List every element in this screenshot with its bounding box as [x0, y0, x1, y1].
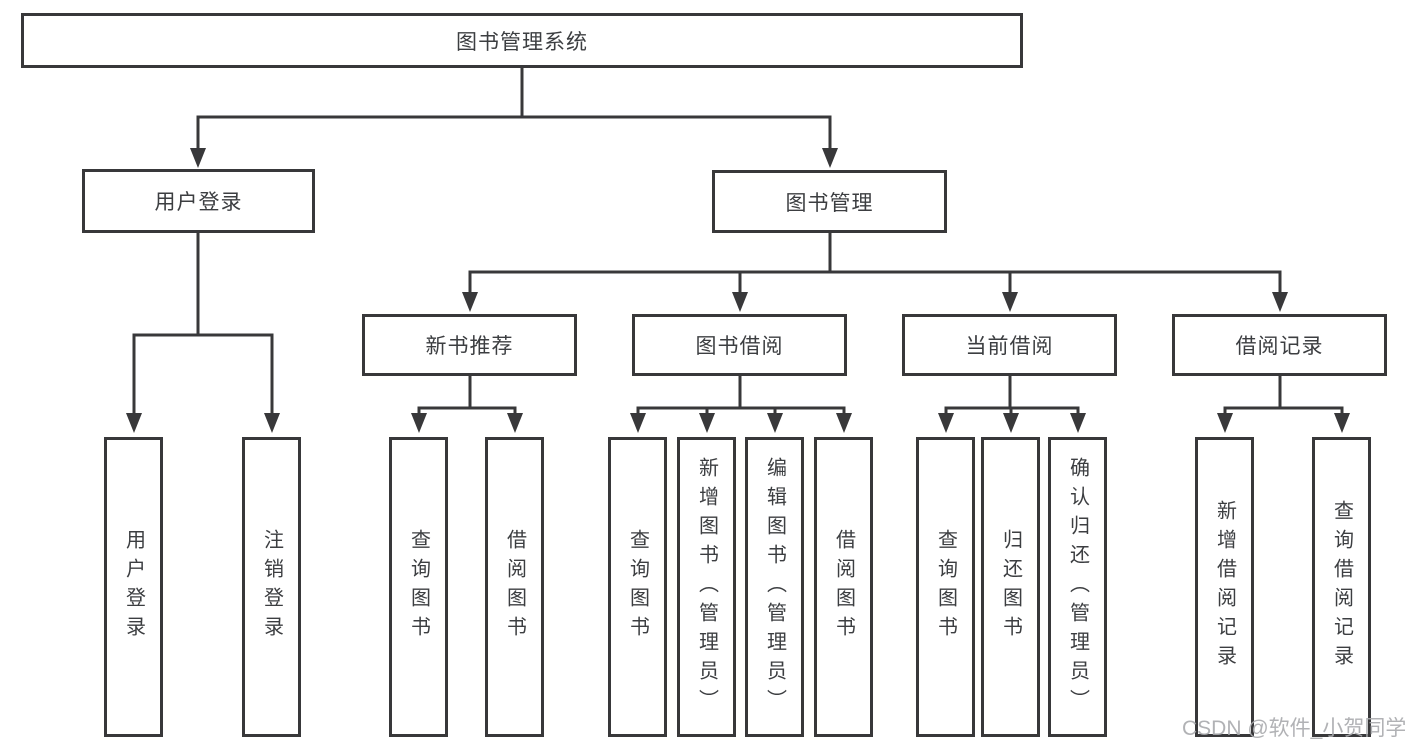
- leaf-borrowing-query-books: 查询图书: [608, 437, 667, 737]
- leaf-current-confirm-return-admin: 确认归还（管理员）: [1048, 437, 1107, 737]
- node-book-management: 图书管理: [712, 170, 947, 233]
- leaf-records-query-borrow-record: 查询借阅记录: [1312, 437, 1371, 737]
- csdn-watermark: CSDN @软件_小贺同学: [1182, 717, 1405, 740]
- leaf-records-add-borrow-record: 新增借阅记录: [1195, 437, 1254, 737]
- leaf-recommend-borrow-books: 借阅图书: [485, 437, 544, 737]
- leaf-label: 查询图书: [626, 529, 649, 645]
- leaf-label: 借阅图书: [503, 529, 526, 645]
- leaf-logout: 注销登录: [242, 437, 301, 737]
- node-new-book-recommendation: 新书推荐: [362, 314, 577, 376]
- leaf-label: 用户登录: [122, 529, 145, 645]
- leaf-label: 归还图书: [999, 529, 1022, 645]
- leaf-label: 新增借阅记录: [1213, 500, 1236, 674]
- leaf-label: 借阅图书: [832, 529, 855, 645]
- leaf-borrowing-edit-books-admin: 编辑图书（管理员）: [745, 437, 804, 737]
- node-label: 图书管理系统: [456, 30, 588, 54]
- leaf-current-return-books: 归还图书: [981, 437, 1040, 737]
- leaf-current-query-books: 查询图书: [916, 437, 975, 737]
- node-borrowing-records: 借阅记录: [1172, 314, 1387, 376]
- leaf-label: 新增图书（管理员）: [695, 456, 718, 718]
- leaf-borrowing-borrow-books: 借阅图书: [814, 437, 873, 737]
- node-label: 新书推荐: [425, 335, 514, 358]
- node-label: 图书借阅: [695, 335, 784, 358]
- node-label: 借阅记录: [1235, 335, 1324, 358]
- leaf-label: 查询图书: [934, 529, 957, 645]
- leaf-label: 确认归还（管理员）: [1066, 456, 1089, 718]
- leaf-user-login: 用户登录: [104, 437, 163, 737]
- leaf-borrowing-add-books-admin: 新增图书（管理员）: [677, 437, 736, 737]
- leaf-label: 查询图书: [407, 529, 430, 645]
- node-label: 图书管理: [785, 191, 874, 215]
- leaf-label: 编辑图书（管理员）: [763, 456, 786, 718]
- node-label: 用户登录: [154, 191, 243, 214]
- node-current-borrowing: 当前借阅: [902, 314, 1117, 376]
- node-book-borrowing: 图书借阅: [632, 314, 847, 376]
- node-library-management-system: 图书管理系统: [21, 13, 1023, 68]
- node-label: 当前借阅: [965, 335, 1054, 358]
- leaf-label: 注销登录: [260, 529, 283, 645]
- leaf-label: 查询借阅记录: [1330, 500, 1353, 674]
- node-user-login: 用户登录: [82, 169, 315, 233]
- leaf-recommend-query-books: 查询图书: [389, 437, 448, 737]
